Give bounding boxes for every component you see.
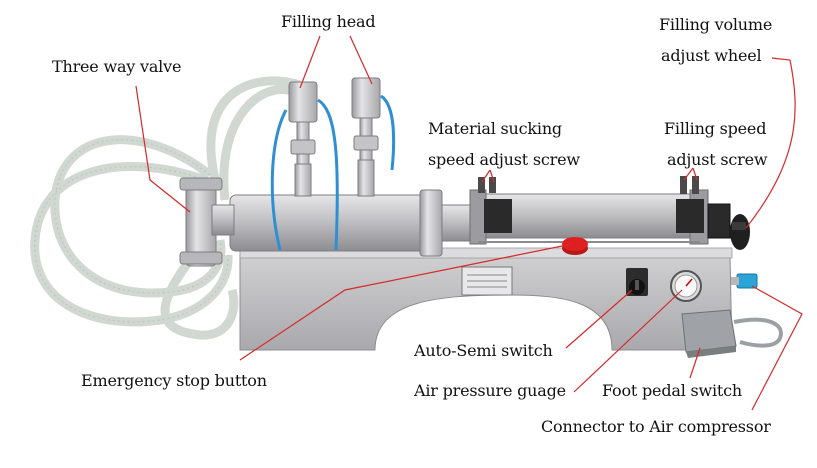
leader-filling-head-right	[349, 35, 373, 85]
foot-pedal	[681, 309, 783, 358]
label-three-way-valve: Three way valve	[52, 57, 182, 76]
leader-filling-head-left	[299, 35, 321, 89]
sucking-speed-screw	[478, 177, 496, 193]
leader-speed-right	[692, 167, 698, 181]
label-filling-speed-line2: adjust screw	[667, 150, 768, 169]
emergency-stop-button	[562, 237, 588, 255]
label-material-sucking-line2: speed adjust screw	[428, 150, 580, 169]
label-air-pressure: Air pressure guage	[414, 381, 566, 400]
filling-head-right	[351, 77, 381, 197]
label-connector-air: Connector to Air compressor	[541, 417, 771, 436]
leader-lines	[135, 35, 803, 411]
leader-emergency-stop	[239, 243, 573, 361]
leader-auto-semi	[565, 289, 633, 349]
three-way-valve	[179, 177, 235, 267]
label-filling-head: Filling head	[281, 12, 376, 31]
label-filling-speed-line1: Filling speed	[664, 119, 767, 138]
label-filling-volume-line1: Filling volume	[659, 15, 773, 34]
label-filling-volume-line2: adjust wheel	[661, 46, 762, 65]
main-cylinder	[229, 189, 471, 257]
leader-connector	[751, 285, 803, 411]
label-material-sucking-line1: Material sucking	[428, 119, 562, 138]
label-emergency-stop: Emergency stop button	[81, 371, 267, 390]
leader-sucking-left	[481, 169, 491, 183]
leader-filling-volume	[745, 57, 796, 229]
pneumatic-cylinder	[469, 189, 731, 245]
leader-foot-pedal	[689, 347, 701, 379]
label-foot-pedal: Foot pedal switch	[602, 381, 743, 400]
label-auto-semi: Auto-Semi switch	[414, 341, 553, 360]
air-connector	[731, 273, 758, 289]
leader-air-pressure	[573, 289, 683, 393]
filling-volume-wheel	[730, 214, 750, 250]
filling-head-left	[288, 81, 318, 197]
filling-speed-screw	[680, 176, 699, 194]
adjust-wheel-mount	[707, 203, 731, 239]
leader-speed-left	[683, 167, 694, 181]
auto-semi-switch	[626, 268, 648, 296]
leader-sucking-right	[489, 169, 495, 183]
machine-base	[239, 247, 733, 351]
leader-three-way-valve	[135, 85, 191, 213]
air-tubes	[270, 94, 396, 251]
